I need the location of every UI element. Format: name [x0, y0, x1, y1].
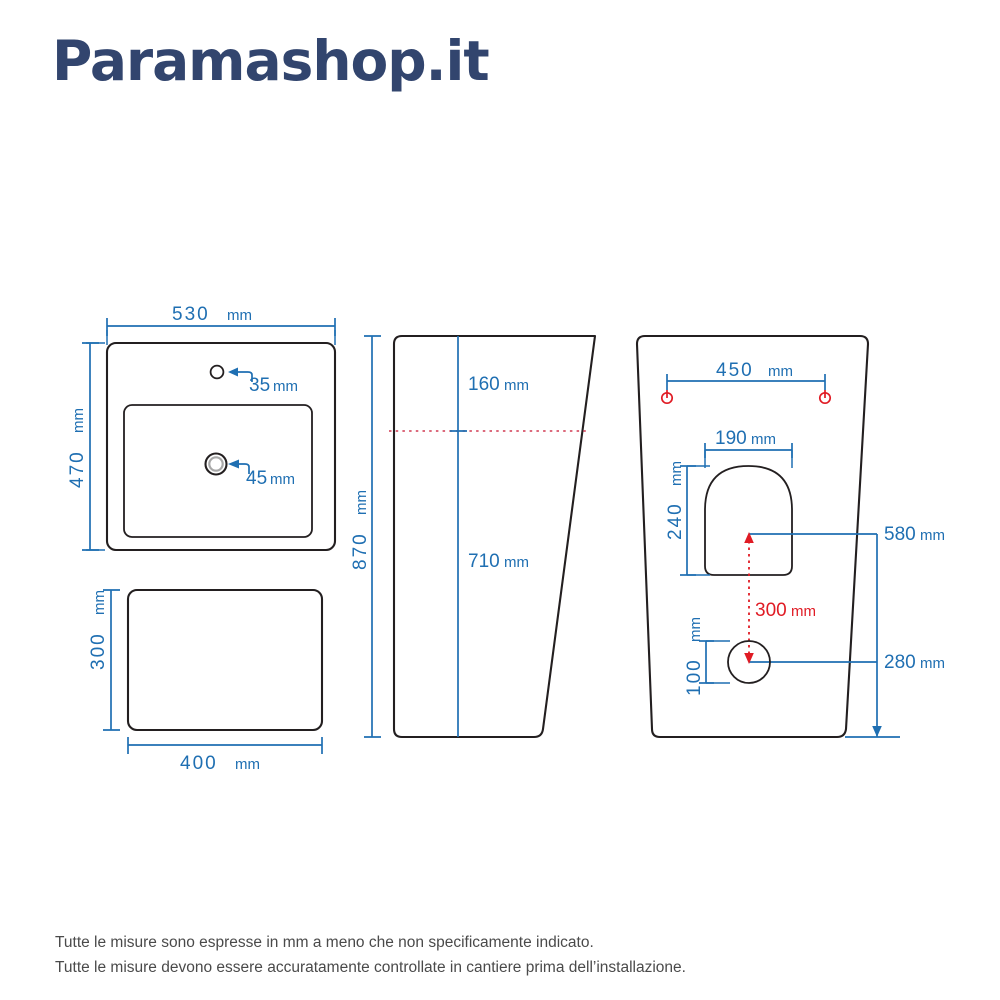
dimension-710-unit: mm [504, 554, 529, 571]
dimension-160: 160 mm [468, 374, 529, 395]
dimension-240: 240 mm [665, 461, 710, 576]
cutout-outline [704, 465, 793, 576]
footer-notes: Tutte le misure sono espresse in mm a me… [55, 930, 935, 980]
leader-35: 35 mm [228, 367, 298, 396]
footer-line-2: Tutte le misure devono essere accuratame… [55, 959, 686, 976]
dimension-100: 100 mm [684, 617, 730, 696]
dimension-190-unit: mm [751, 431, 776, 448]
dimension-470: 470 mm [67, 342, 105, 551]
brand-logo: Paramashop.it [52, 29, 490, 93]
dimension-710-number: 710 [468, 551, 500, 572]
dimension-530: 530 mm [106, 304, 336, 345]
dimension-160-number: 160 [468, 374, 500, 395]
dimension-240-unit: mm [668, 461, 685, 486]
dimension-450: 450 mm [666, 360, 826, 390]
dimension-400-number: 400 [180, 753, 218, 774]
dimension-530-unit: mm [227, 307, 252, 324]
drain-hole-icon [204, 452, 228, 476]
tap-hole-icon [209, 364, 225, 380]
leader-45: 45 mm [228, 459, 295, 489]
dimension-240-number: 240 [665, 502, 686, 540]
dimension-35-number: 35 [249, 375, 270, 396]
dimension-450-number: 450 [716, 360, 754, 381]
dimension-470-unit: mm [70, 408, 87, 433]
dimension-580: 580 mm [749, 524, 945, 738]
dimension-300-red-number: 300 [755, 600, 787, 621]
dimension-300-base-number: 300 [88, 632, 109, 670]
dimension-45-unit: mm [270, 471, 295, 488]
top-view: 530 mm 470 mm 35 [67, 304, 337, 552]
waste-outlet-icon [727, 640, 771, 684]
dimension-190: 190 mm [704, 428, 793, 468]
dimension-100-number: 100 [684, 658, 705, 696]
dimension-450-unit: mm [768, 363, 793, 380]
dimension-580-number: 580 [884, 524, 916, 545]
dimension-280-number: 280 [884, 652, 916, 673]
pedestal-side-outline [392, 334, 597, 739]
base-outline [126, 588, 324, 732]
footer-line-1: Tutte le misure sono espresse in mm a me… [55, 934, 594, 951]
dimension-280: 280 mm [749, 652, 945, 673]
dimension-300-red-unit: mm [791, 603, 816, 620]
dimension-300-base: 300 mm [88, 589, 120, 731]
dimension-35-unit: mm [273, 378, 298, 395]
dimension-530-number: 530 [172, 304, 210, 325]
dimension-400: 400 mm [127, 737, 323, 774]
pedestal-front-outline [635, 334, 870, 739]
basin-outline [105, 341, 337, 552]
dimension-870-number: 870 [350, 532, 371, 570]
dimension-300-red: 300 mm [744, 532, 816, 664]
dimension-870-unit: mm [353, 490, 370, 515]
dimension-160-unit: mm [504, 377, 529, 394]
basin-bowl-outline [123, 404, 313, 538]
drain-hole-inner-ring [208, 456, 224, 472]
bottom-view: 300 mm 400 mm [88, 588, 324, 774]
dimension-100-unit: mm [687, 617, 704, 642]
front-view: 450 mm 190 mm [635, 334, 945, 739]
dimension-400-unit: mm [235, 756, 260, 773]
dimension-580-unit: mm [920, 527, 945, 544]
dimension-45-number: 45 [246, 468, 267, 489]
side-view: 870 mm 160 mm 710 mm [350, 334, 597, 739]
dimension-710: 710 mm [468, 551, 529, 572]
dimension-870: 870 mm [350, 335, 381, 738]
dimension-190-number: 190 [715, 428, 747, 449]
dimension-470-number: 470 [67, 450, 88, 488]
dimension-280-unit: mm [920, 655, 945, 672]
dimension-300-base-unit: mm [91, 590, 108, 615]
